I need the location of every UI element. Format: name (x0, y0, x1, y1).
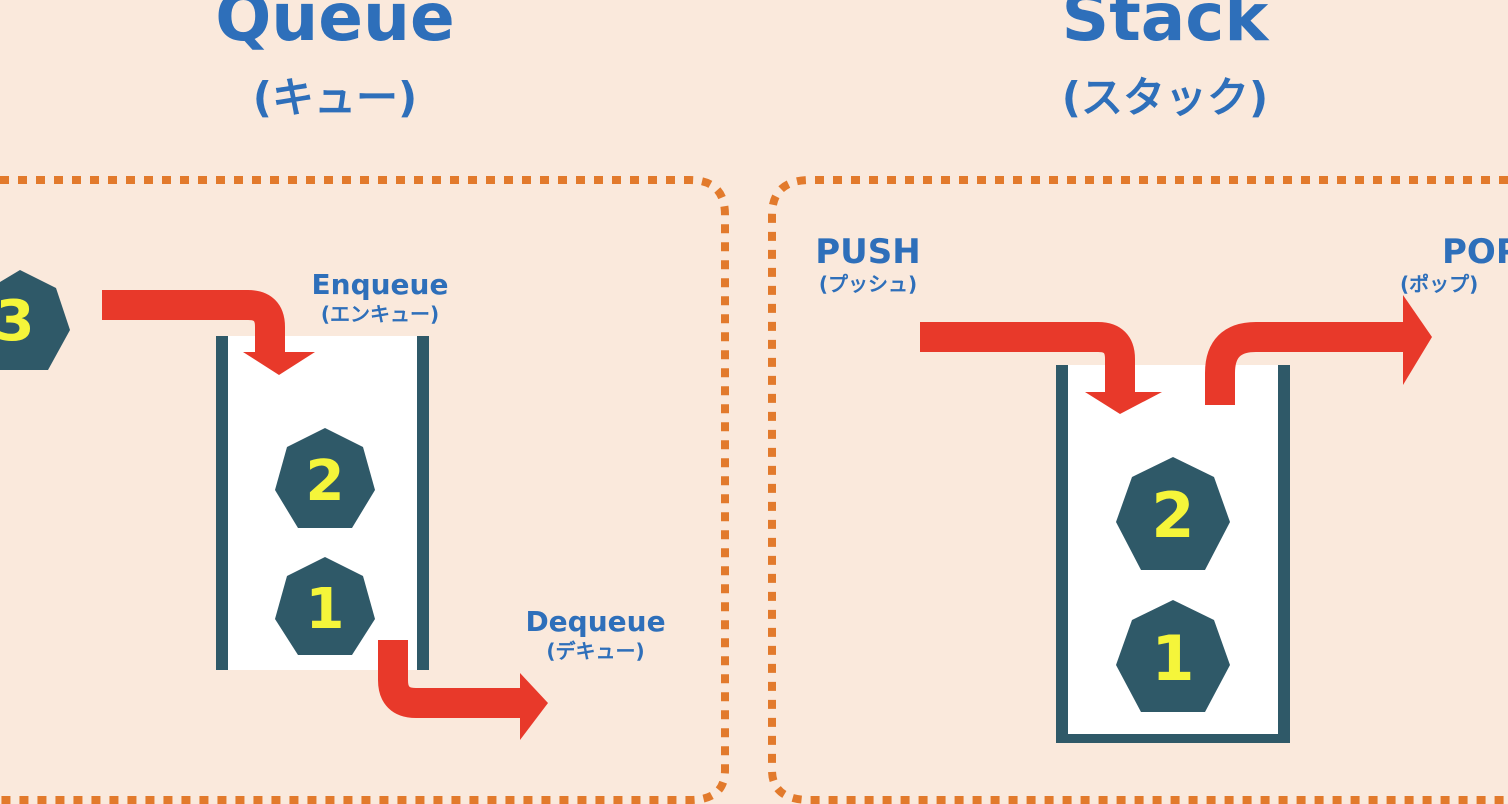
push-label: PUSH (プッシュ) (788, 232, 948, 296)
stack-title: Stack (1061, 0, 1269, 56)
pop-subtitle: (ポップ) (1400, 272, 1479, 296)
stack-subtitle: (スタック) (1061, 73, 1269, 122)
stack-token-2-shape (1116, 457, 1230, 570)
queue-title: Queue (215, 0, 455, 56)
push-arrowhead (1085, 392, 1162, 414)
stack-token-1-label: 1 (1151, 622, 1194, 695)
push-title: PUSH (815, 232, 921, 272)
dequeue-arrowhead (520, 673, 548, 740)
stack-panel-border (768, 176, 1508, 804)
dequeue-title: Dequeue (525, 605, 666, 638)
enqueue-arrowhead (243, 352, 315, 375)
enqueue-subtitle: (エンキュー) (320, 302, 440, 326)
stack-container-left-wall (1056, 365, 1068, 743)
queue-token-3-label: 3 (0, 289, 34, 354)
dequeue-subtitle: (デキュー) (546, 639, 645, 663)
stack-container-bottom (1056, 734, 1290, 743)
pop-arrow (1205, 322, 1405, 405)
queue-container-right-wall (417, 336, 429, 670)
dequeue-arrow (378, 640, 520, 718)
pop-title: POP (1442, 232, 1508, 272)
queue-container-left-wall (216, 336, 228, 670)
queue-panel-border (0, 176, 729, 804)
stack-token-1-shape (1116, 600, 1230, 712)
stack-container-right-wall (1278, 365, 1290, 743)
enqueue-label: Enqueue (エンキュー) (300, 268, 460, 326)
push-arrow (920, 322, 1135, 392)
queue-token-3-shape (0, 270, 70, 370)
pop-arrowhead (1403, 295, 1432, 385)
queue-token-2-shape (275, 428, 375, 528)
push-subtitle: (プッシュ) (818, 272, 918, 296)
queue-token-1-label: 1 (306, 577, 345, 642)
enqueue-arrow (102, 290, 285, 352)
stack-token-2-label: 2 (1151, 479, 1194, 552)
queue-token-2-label: 2 (306, 449, 345, 514)
queue-token-1-shape (275, 557, 375, 655)
dequeue-label: Dequeue (デキュー) (518, 605, 673, 663)
enqueue-title: Enqueue (311, 268, 449, 301)
pop-label: POP (ポップ) (1400, 232, 1508, 296)
queue-subtitle: (キュー) (252, 73, 418, 122)
